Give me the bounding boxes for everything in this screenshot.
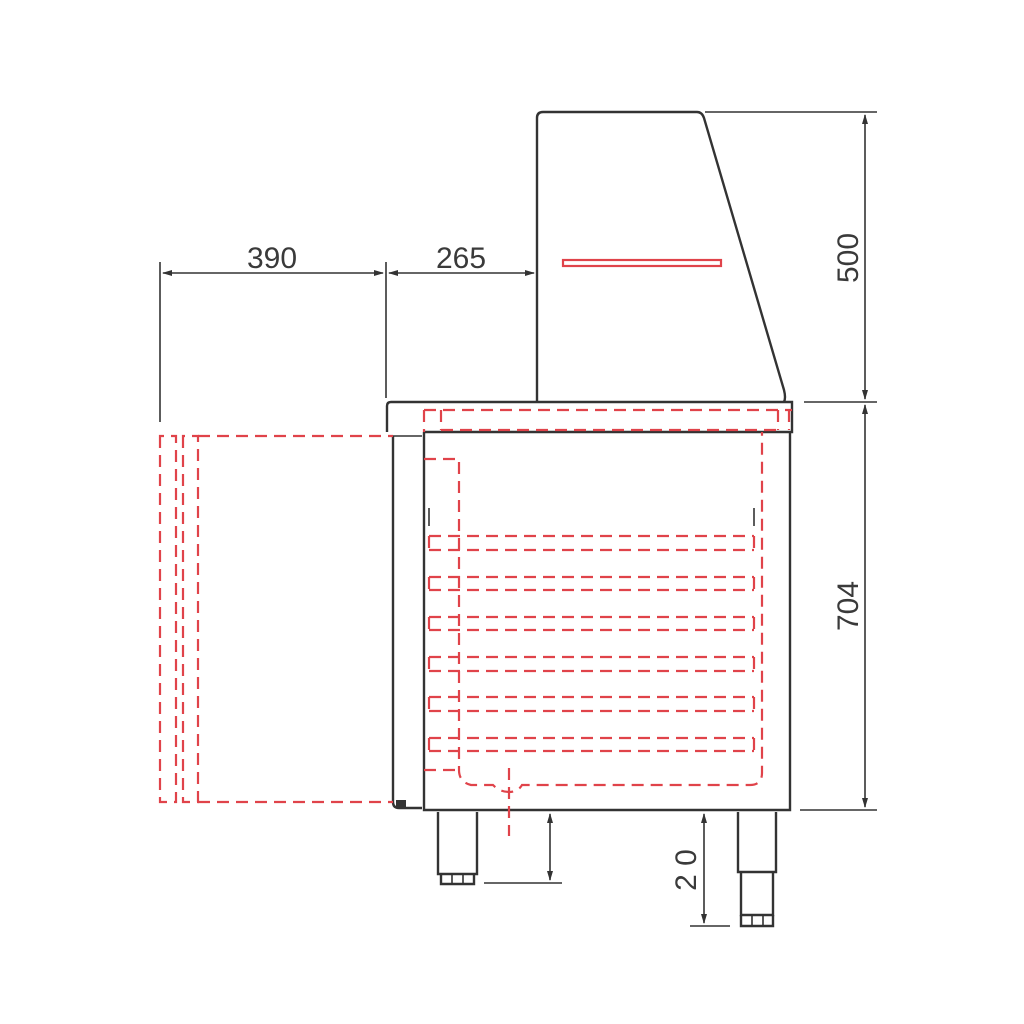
dimension-guard-height: 500 [705,111,877,403]
dim-label-265: 265 [436,242,486,275]
leg-front [436,812,479,886]
dim-label-704: 704 [832,581,865,631]
shelf [427,534,756,552]
shelf [427,575,756,592]
shelf [427,695,756,713]
countertop [385,400,794,434]
dimension-top-setback: 265 [388,242,535,276]
shelf [427,736,756,753]
sneeze-guard [535,110,787,403]
leg-rear [736,812,778,928]
shelf [427,655,756,673]
dimension-leg-height: 2 0 [484,813,730,927]
dimension-door-swing: 390 [159,242,387,422]
dim-label-20: 2 0 [670,849,703,891]
guard-light-bar [561,258,723,268]
cabinet-body [391,432,792,812]
door-panel [391,436,422,810]
inner-liner [424,432,764,836]
door-hinge [396,800,406,808]
dim-label-500: 500 [832,233,865,283]
dimension-body-height: 704 [800,404,877,811]
shelves [427,534,756,753]
shelf [427,615,756,632]
open-door-outline [158,434,393,804]
legs [436,812,778,928]
dim-label-390: 390 [247,242,297,275]
